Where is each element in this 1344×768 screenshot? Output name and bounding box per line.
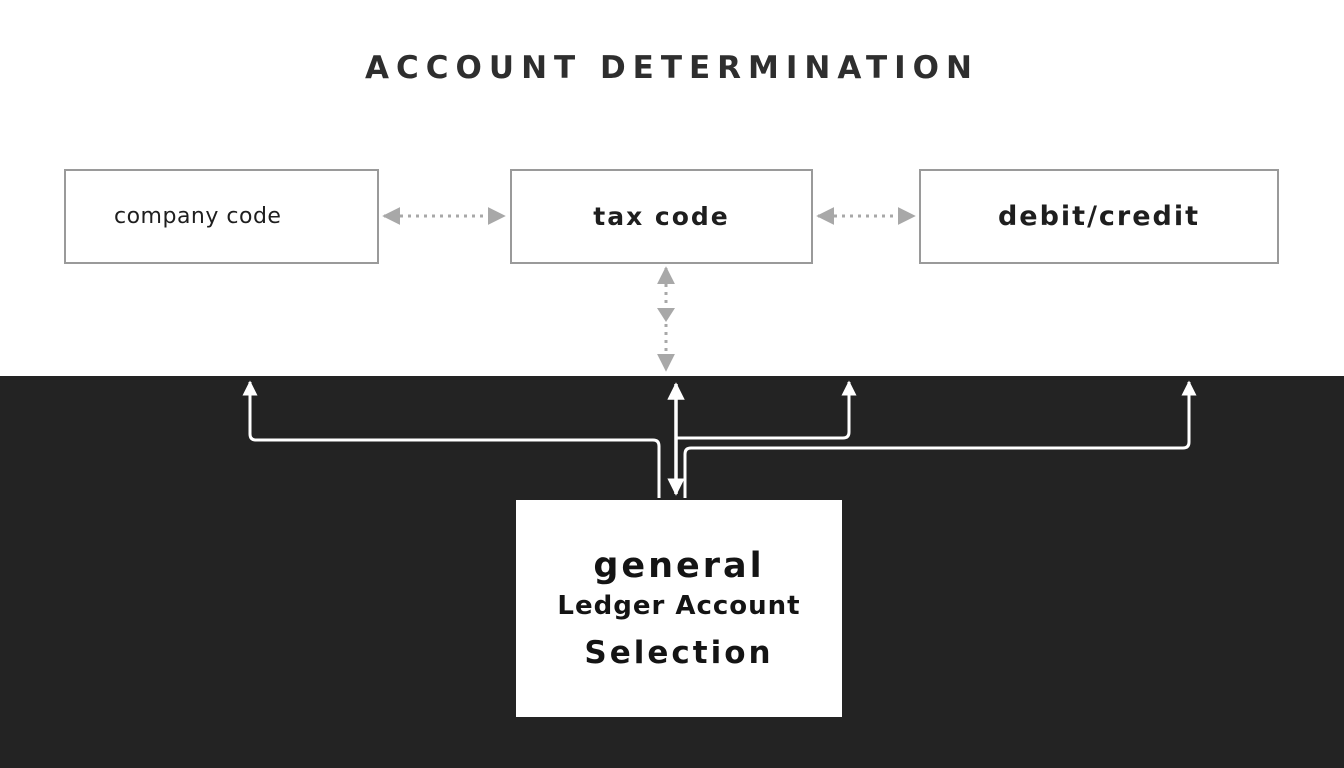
solid-branch-far-right — [683, 380, 1197, 498]
solid-branch-left — [242, 380, 661, 498]
dotted-mid-arrowhead — [657, 308, 675, 322]
gl-label-line3: Selection — [584, 634, 774, 671]
gl-label-line2: Ledger Account — [557, 591, 801, 622]
node-tax-code-label: tax code — [593, 202, 730, 231]
solid-branch-mid-right — [676, 380, 857, 440]
diagram-title: ACCOUNT DETERMINATION — [365, 50, 979, 86]
gl-label-line1: general — [593, 546, 765, 587]
node-company-code-label: company code — [114, 204, 282, 229]
node-company-code: company code — [64, 169, 379, 264]
node-debit-credit-label: debit/credit — [997, 201, 1201, 232]
node-gl-account-selection: general Ledger Account Selection — [516, 500, 842, 717]
node-debit-credit: debit/credit — [919, 169, 1279, 264]
node-tax-code: tax code — [510, 169, 813, 264]
